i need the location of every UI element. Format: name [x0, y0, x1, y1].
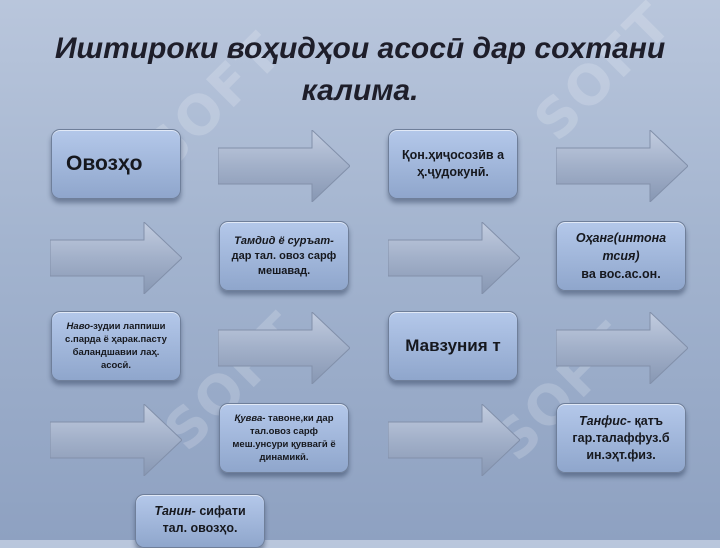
arrow-r3-1 [218, 312, 350, 384]
box-quvva-lead: Қувва- [234, 413, 266, 424]
slide-title: Иштироки воҳидҳои асосӣ дар сохтани кали… [54, 32, 666, 107]
box-ovozho-text: Овозҳо [66, 152, 143, 175]
arrow-r2-1 [50, 222, 182, 294]
box-mavzuniyat: Мавзуния т [388, 311, 518, 381]
box-tamdid: Тамдид ё суръат- дар тал. овоз сарф меша… [219, 221, 349, 291]
arrow-r1-2 [556, 130, 688, 202]
box-ohang-text: ва вос.ас.он. [581, 267, 661, 281]
box-tamdid-lead: Тамдид ё суръат- [234, 234, 334, 247]
arrow-r4-2 [388, 404, 520, 476]
arrow-r3-2 [556, 312, 688, 384]
box-tanin-lead: Танин- [154, 504, 196, 518]
box-tanfis: Танфис- қатъ гар.талаффуз.б ин.эҳт.физ. [556, 403, 686, 473]
box-tanin-text: сифати тал. овозҳо. [162, 504, 246, 535]
box-tanin: Танин- сифати тал. овозҳо. [135, 494, 265, 548]
box-ovozho: Овозҳо [51, 129, 181, 199]
arrow-r2-2 [388, 222, 520, 294]
arrow-r1-1 [218, 130, 350, 202]
box-ohang: Оҳанг(интона тсия) ва вос.ас.он. [556, 221, 686, 291]
box-ohang-lead: Оҳанг(интона тсия) [575, 231, 667, 263]
box-navo-lead: Наво- [66, 321, 94, 332]
box-tamdid-text: дар тал. овоз сарф мешавад. [231, 249, 337, 277]
box-qonun: Қон.ҳиҷосозӣв а ҳ.ҷудокунӣ. [388, 129, 518, 199]
box-navo: Наво-зудии лаппиши с.парда ё ҳарак.пасту… [51, 311, 181, 381]
box-tanfis-lead: Танфис- [579, 413, 631, 428]
box-quvva: Қувва- тавоне,ки дар тал.овоз сарф меш.у… [219, 403, 349, 473]
arrow-r4-1 [50, 404, 182, 476]
box-tanfis-text: қатъ гар.талаффуз.б ин.эҳт.физ. [572, 413, 670, 462]
box-mavzuniyat-text: Мавзуния т [405, 336, 501, 355]
box-quvva-text: тавоне,ки дар тал.овоз сарф меш.унсури қ… [232, 413, 336, 463]
box-navo-text: зудии лаппиши с.парда ё ҳарак.пасту бала… [65, 321, 167, 371]
box-qonun-text: Қон.ҳиҷосозӣв а ҳ.ҷудокунӣ. [401, 148, 505, 179]
